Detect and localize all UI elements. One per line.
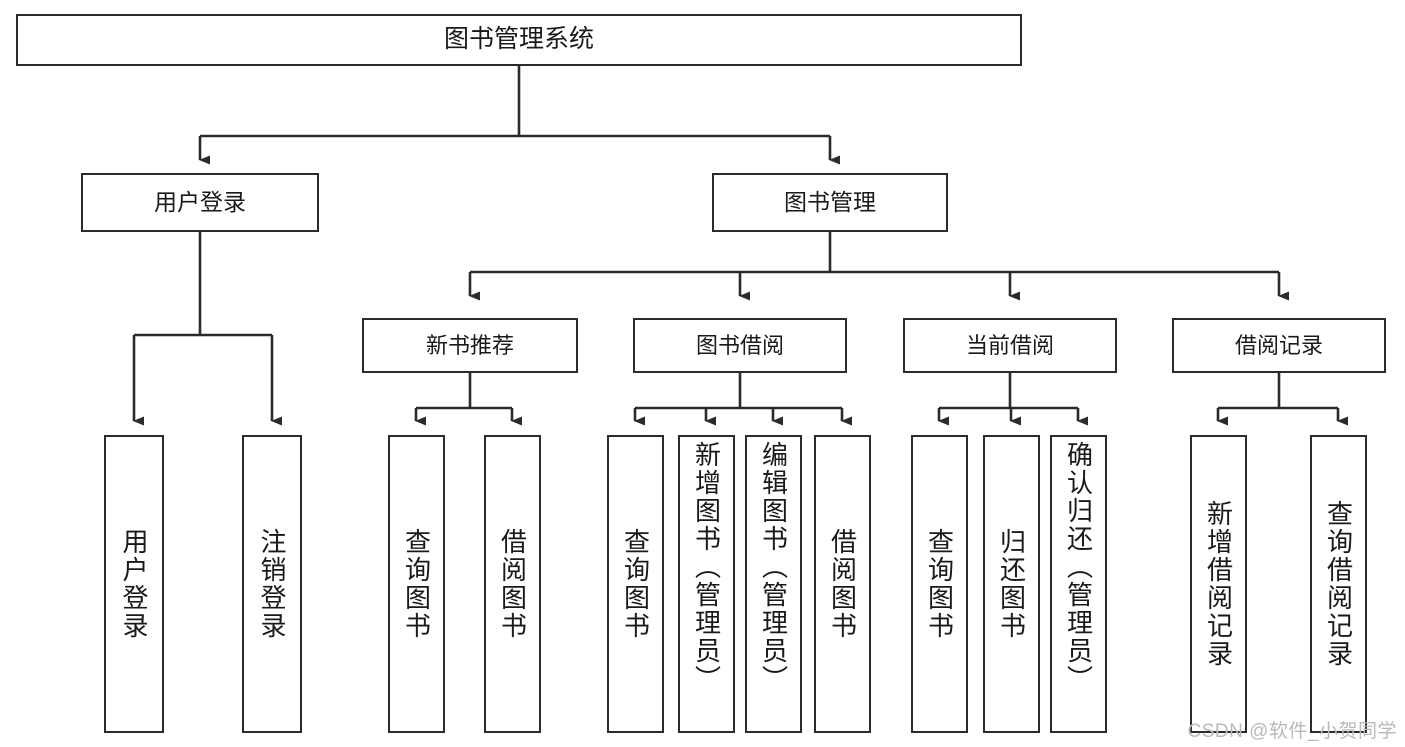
node-label-current-borrow: 当前借阅 (965, 332, 1054, 358)
node-leaf-borrow-book-2[interactable]: 借阅图书 (814, 435, 871, 733)
node-label-leaf-query-book-1: 查询图书 (401, 528, 432, 640)
node-label-leaf-borrow-book-1: 借阅图书 (497, 528, 528, 640)
node-label-leaf-confirm-return: 确认归还（管理员） (1063, 441, 1094, 693)
csdn-watermark: CSDN @软件_小贺同学 (1187, 721, 1397, 742)
node-book-borrow[interactable]: 图书借阅 (633, 318, 847, 373)
node-leaf-query-book-1[interactable]: 查询图书 (388, 435, 445, 733)
node-label-leaf-logout: 注销登录 (257, 528, 287, 640)
node-label-leaf-query-book-2: 查询图书 (620, 528, 651, 640)
node-leaf-logout[interactable]: 注销登录 (242, 435, 302, 733)
node-label-borrow-record: 借阅记录 (1234, 332, 1323, 358)
node-leaf-add-record[interactable]: 新增借阅记录 (1190, 435, 1247, 733)
node-leaf-query-book-3[interactable]: 查询图书 (911, 435, 968, 733)
node-book-manage[interactable]: 图书管理 (712, 173, 948, 232)
node-leaf-edit-book[interactable]: 编辑图书（管理员） (745, 435, 802, 733)
node-root-system[interactable]: 图书管理系统 (16, 14, 1022, 66)
node-label-leaf-add-book: 新增图书（管理员） (691, 441, 722, 693)
node-borrow-record[interactable]: 借阅记录 (1172, 318, 1386, 373)
node-leaf-add-book[interactable]: 新增图书（管理员） (678, 435, 735, 733)
node-label-book-borrow: 图书借阅 (695, 332, 784, 358)
node-leaf-query-book-2[interactable]: 查询图书 (607, 435, 664, 733)
node-current-borrow[interactable]: 当前借阅 (903, 318, 1117, 373)
node-leaf-return-book[interactable]: 归还图书 (983, 435, 1040, 733)
node-label-new-book-recommend: 新书推荐 (425, 332, 514, 358)
node-label-leaf-query-record: 查询借阅记录 (1323, 500, 1354, 668)
node-leaf-borrow-book-1[interactable]: 借阅图书 (484, 435, 541, 733)
node-label-leaf-return-book: 归还图书 (996, 528, 1027, 640)
node-label-book-manage: 图书管理 (784, 188, 876, 215)
node-label-leaf-borrow-book-2: 借阅图书 (827, 528, 858, 640)
node-label-leaf-query-book-3: 查询图书 (924, 528, 955, 640)
node-label-leaf-user-login: 用户登录 (119, 528, 149, 640)
node-label-leaf-add-record: 新增借阅记录 (1203, 500, 1234, 668)
node-new-book-recommend[interactable]: 新书推荐 (362, 318, 578, 373)
node-leaf-user-login[interactable]: 用户登录 (104, 435, 164, 733)
node-user-login[interactable]: 用户登录 (81, 173, 319, 232)
node-label-leaf-edit-book: 编辑图书（管理员） (758, 441, 789, 693)
node-label-root: 图书管理系统 (443, 25, 594, 54)
node-label-user-login: 用户登录 (154, 188, 246, 215)
node-leaf-query-record[interactable]: 查询借阅记录 (1310, 435, 1367, 733)
node-leaf-confirm-return[interactable]: 确认归还（管理员） (1050, 435, 1107, 733)
